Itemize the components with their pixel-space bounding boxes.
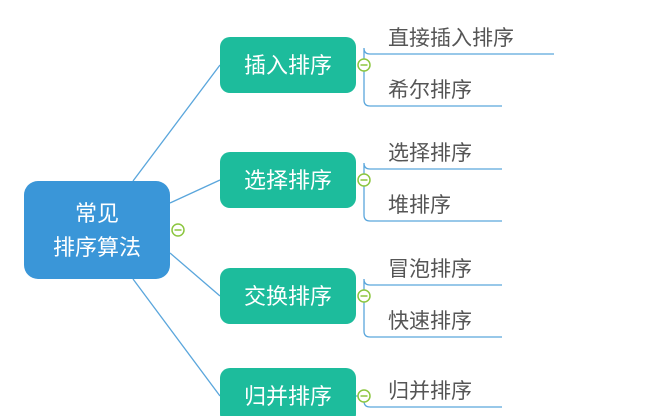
- connector-branch-leaf: [363, 296, 502, 338]
- branch-topic[interactable]: 交换排序: [220, 268, 356, 324]
- branch-topic-label: 交换排序: [244, 285, 332, 310]
- root-topic[interactable]: 常见 排序算法: [24, 181, 170, 279]
- branch-topic[interactable]: 插入排序: [220, 37, 356, 93]
- leaf-topic[interactable]: 快速排序: [388, 309, 472, 333]
- root-collapse-toggle[interactable]: [171, 223, 185, 237]
- connector-root-branch: [169, 179, 221, 204]
- branch-topic-box: [220, 152, 356, 208]
- leaf-topic[interactable]: 堆排序: [388, 193, 451, 217]
- connector-branch-leaf: [363, 65, 502, 107]
- branch-collapse-toggle[interactable]: [357, 389, 371, 403]
- branch-collapse-toggle[interactable]: [357, 173, 371, 187]
- connector-branch-leaf: [363, 278, 502, 296]
- connector-branch-leaf: [363, 180, 502, 222]
- connector-lines: [132, 47, 554, 408]
- branch-topics: 插入排序直接插入排序希尔排序选择排序选择排序堆排序交换排序冒泡排序快速排序归并排…: [220, 26, 514, 416]
- branch-topic[interactable]: 选择排序: [220, 152, 356, 208]
- leaf-topic[interactable]: 冒泡排序: [388, 257, 472, 281]
- branch-topic-box: [220, 268, 356, 324]
- leaf-topic[interactable]: 归并排序: [388, 379, 472, 403]
- leaf-topic[interactable]: 希尔排序: [388, 78, 472, 102]
- branch-collapse-toggle[interactable]: [357, 289, 371, 303]
- branch-topic-label: 选择排序: [244, 169, 332, 194]
- branch-collapse-toggle[interactable]: [357, 58, 371, 72]
- branch-topic-box: [220, 368, 356, 416]
- branch-topic[interactable]: 归并排序: [220, 368, 356, 416]
- connector-root-branch: [169, 252, 221, 297]
- connector-root-branch: [132, 278, 221, 397]
- branch-topic-label: 归并排序: [244, 385, 332, 410]
- leaf-topic[interactable]: 直接插入排序: [388, 26, 514, 50]
- branch-topic-box: [220, 37, 356, 93]
- connector-branch-leaf: [363, 47, 554, 65]
- branch-topic-label: 插入排序: [244, 54, 332, 79]
- leaf-topic[interactable]: 选择排序: [388, 141, 472, 165]
- root-topic-line-2: 排序算法: [53, 236, 141, 261]
- connector-root-branch: [132, 64, 221, 182]
- root-topic-line-1: 常见: [75, 202, 119, 227]
- root-topic-box: [24, 181, 170, 279]
- connector-branch-leaf: [363, 162, 502, 180]
